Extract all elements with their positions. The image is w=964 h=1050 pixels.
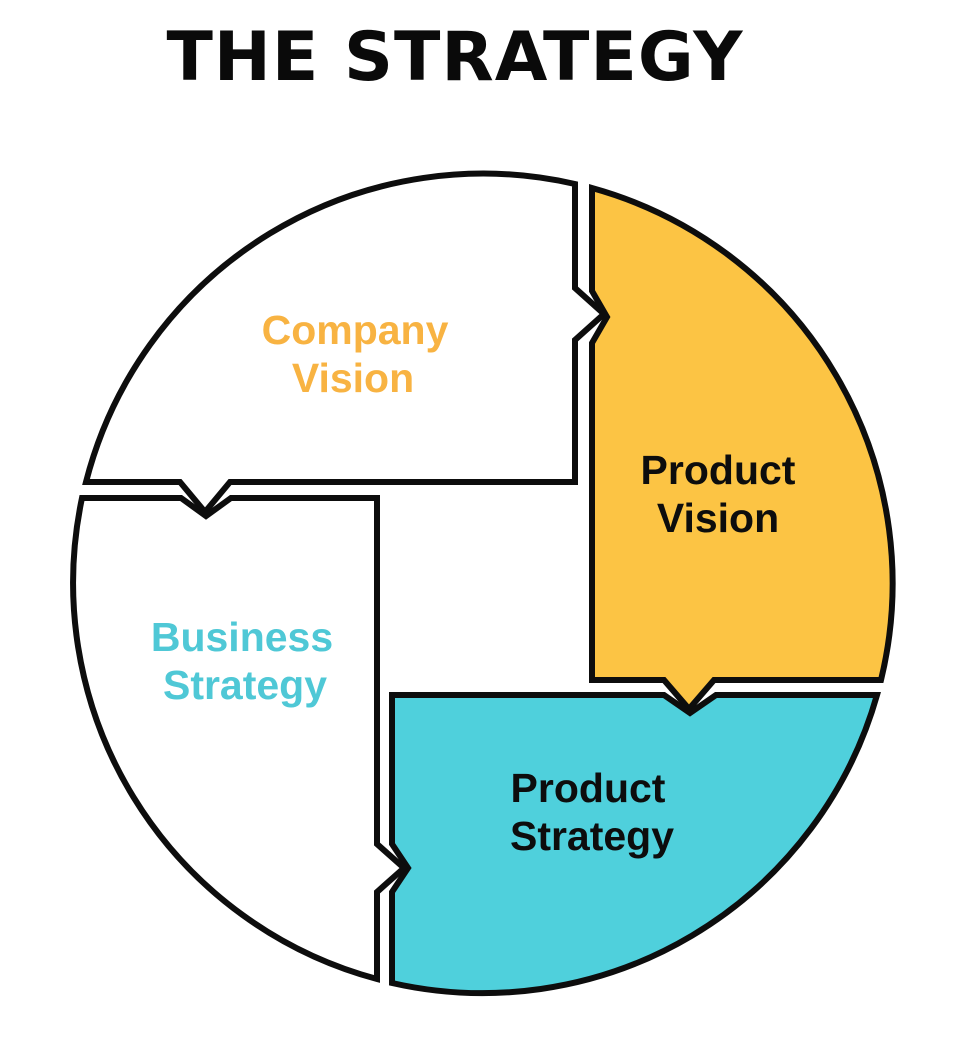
product-strategy-segment — [389, 692, 881, 997]
product-vision-label-line2: Vision — [657, 495, 779, 541]
company-vision-label-line2: Vision — [292, 355, 414, 401]
product-vision-label-line1: Product — [641, 447, 796, 493]
page-title: THE STRATEGY — [166, 18, 744, 97]
business-strategy-segment — [70, 495, 409, 983]
business-strategy-label-line1: Business — [151, 614, 333, 660]
product-strategy-label-line1: Product — [511, 765, 666, 811]
product-strategy-label-line2: Strategy — [510, 813, 674, 859]
business-strategy-label-line2: Strategy — [163, 662, 327, 708]
product-vision-segment — [589, 184, 896, 714]
company-vision-segment — [82, 170, 609, 517]
company-vision-label-line1: Company — [262, 307, 449, 353]
